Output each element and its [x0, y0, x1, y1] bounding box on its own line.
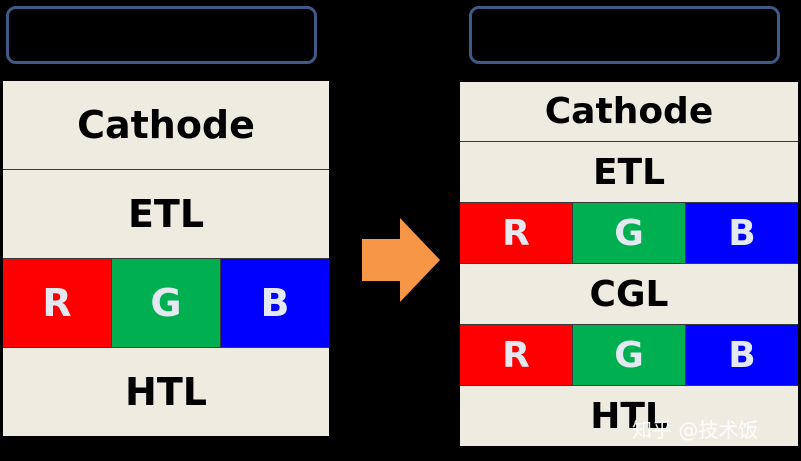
- right-etl-layer: ETL: [460, 142, 798, 203]
- right-htl-layer: HTL: [460, 386, 798, 446]
- left-htl-layer: HTL: [3, 348, 329, 436]
- left-cathode-layer: Cathode: [3, 81, 329, 170]
- right-blue-subpixel-lower: B: [686, 325, 798, 385]
- right-green-label-upper: G: [614, 212, 644, 254]
- right-cathode-layer: Cathode: [460, 82, 798, 142]
- right-rgb-row-lower: R G B: [460, 325, 798, 386]
- left-blue-label: B: [260, 281, 290, 325]
- right-cgl-label: CGL: [589, 273, 669, 315]
- left-green-label: G: [150, 281, 182, 325]
- left-htl-label: HTL: [125, 370, 207, 414]
- right-title-box: [469, 6, 780, 64]
- left-title-box: [6, 6, 317, 64]
- left-stack: Cathode ETL R G B HTL: [3, 81, 329, 436]
- right-cgl-layer: CGL: [460, 264, 798, 325]
- right-red-label-lower: R: [502, 334, 530, 376]
- right-green-label-lower: G: [614, 334, 644, 376]
- right-red-subpixel-upper: R: [460, 203, 573, 263]
- right-green-subpixel-lower: G: [573, 325, 686, 385]
- right-stack: Cathode ETL R G B CGL R G B HTL: [460, 82, 798, 446]
- left-blue-subpixel: B: [221, 259, 329, 347]
- watermark: 知乎 @技术饭: [632, 418, 759, 442]
- right-blue-label-lower: B: [728, 334, 756, 376]
- right-htl-label: HTL: [590, 395, 668, 437]
- right-arrow-icon: [362, 218, 440, 302]
- left-etl-label: ETL: [127, 192, 205, 236]
- right-cathode-label: Cathode: [544, 91, 714, 132]
- right-rgb-row-upper: R G B: [460, 203, 798, 264]
- right-etl-label: ETL: [592, 151, 666, 193]
- left-rgb-row: R G B: [3, 259, 329, 348]
- left-red-label: R: [42, 281, 72, 325]
- right-green-subpixel-upper: G: [573, 203, 686, 263]
- right-red-label-upper: R: [502, 212, 530, 254]
- left-red-subpixel: R: [3, 259, 112, 347]
- right-blue-label-upper: B: [728, 212, 756, 254]
- right-blue-subpixel-upper: B: [686, 203, 798, 263]
- right-red-subpixel-lower: R: [460, 325, 573, 385]
- left-cathode-label: Cathode: [77, 103, 255, 147]
- left-etl-layer: ETL: [3, 170, 329, 259]
- left-green-subpixel: G: [112, 259, 221, 347]
